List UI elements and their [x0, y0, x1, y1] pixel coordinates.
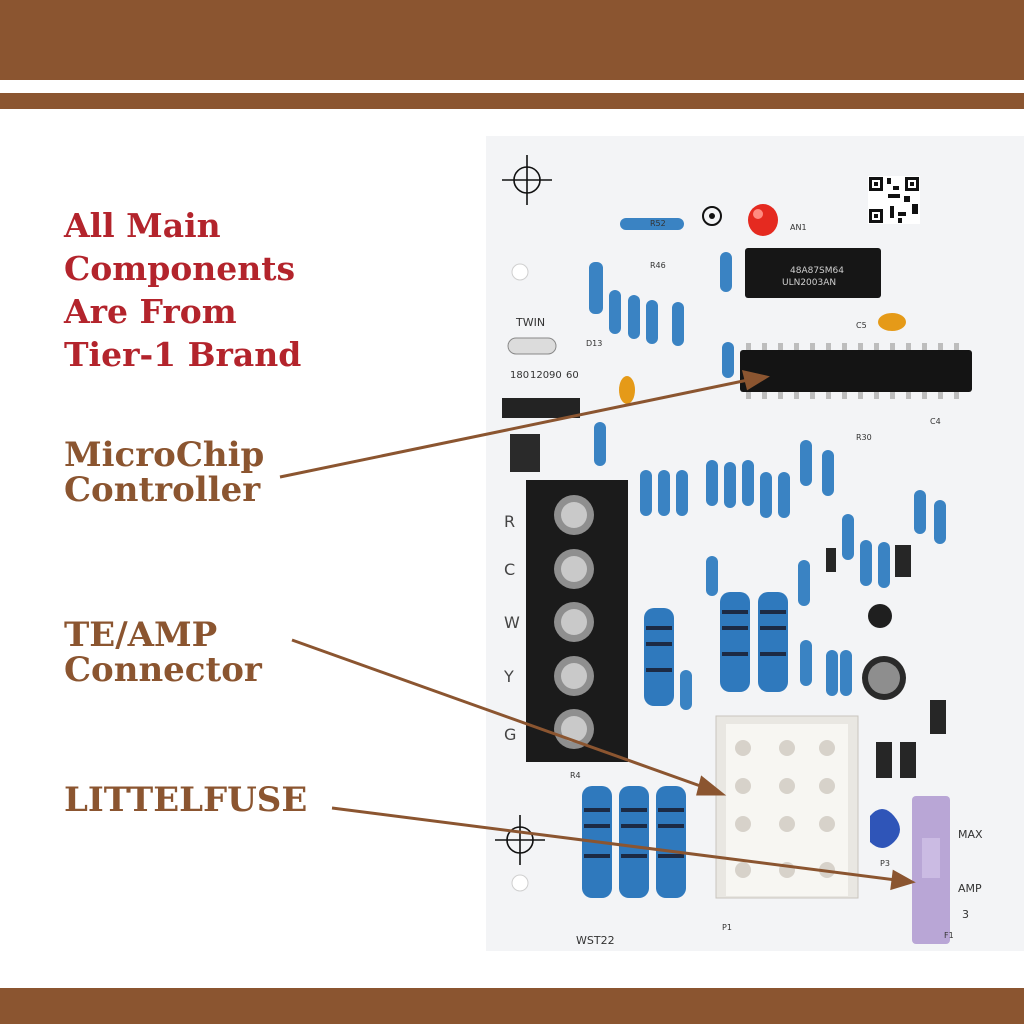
svg-text:90: 90 — [549, 370, 562, 381]
te-amp-connector — [715, 715, 859, 899]
designator: AN1 — [790, 223, 807, 232]
mounting-hole — [511, 263, 529, 281]
terminal-label: Y — [503, 667, 514, 686]
svg-text:48A87SM64: 48A87SM64 — [790, 266, 844, 276]
terminal-block — [526, 480, 628, 762]
push-switch — [510, 434, 540, 472]
headline-line: All Main — [64, 206, 221, 245]
terminal-label: R — [504, 512, 515, 531]
microchip-controller-u1 — [740, 350, 972, 392]
headline-line: Tier-1 Brand — [64, 335, 302, 374]
mov-varistor — [870, 809, 900, 848]
terminal-label: C — [504, 560, 515, 579]
svg-text:ULN2003AN: ULN2003AN — [782, 278, 836, 288]
twin-label: TWIN — [515, 316, 545, 329]
fiducial-mark — [702, 206, 722, 226]
top-brown-stripe — [0, 93, 1024, 109]
designator: P1 — [722, 923, 732, 932]
svg-text:180: 180 — [510, 370, 529, 381]
bottom-brown-band — [0, 988, 1024, 1024]
delay-options: 180 120 90 60 — [510, 370, 579, 381]
chip-u2: 48A87SM64 ULN2003AN — [745, 248, 881, 298]
terminal-label: W — [504, 613, 520, 632]
headline-line: Components — [64, 249, 296, 288]
svg-text:60: 60 — [566, 370, 579, 381]
callout-line: MicroChip — [64, 435, 265, 475]
resistor-array-upper — [589, 218, 946, 710]
designator: C5 — [856, 321, 867, 330]
board-model-label: WST22 — [576, 934, 615, 947]
qr-code — [868, 176, 920, 224]
power-resistors — [582, 592, 788, 898]
callout-arrows — [279, 369, 916, 891]
designator: D13 — [586, 339, 602, 348]
fuse-mark: 3 — [962, 908, 969, 921]
callout-line: Connector — [64, 650, 262, 690]
designator: R30 — [856, 433, 872, 442]
mounting-mark-bottom — [495, 815, 545, 865]
mounting-mark-top — [502, 155, 552, 205]
capacitor-c5 — [878, 313, 906, 331]
callout-littelfuse: LITTELFUSE — [64, 783, 307, 818]
designator: C4 — [930, 417, 941, 426]
jumper-header — [502, 398, 580, 418]
callout-line: TE/AMP — [64, 615, 218, 655]
designator: R4 — [570, 771, 581, 780]
designator: R46 — [650, 261, 666, 270]
designator: F1 — [944, 931, 954, 940]
designator: R52 — [650, 219, 666, 228]
svg-text:120: 120 — [530, 370, 549, 381]
headline-line: Are From — [64, 292, 237, 331]
terminal-label: G — [504, 725, 516, 744]
transistor-q3 — [868, 604, 892, 628]
callout-line: LITTELFUSE — [64, 780, 308, 820]
callout-microchip: MicroChip Controller — [64, 438, 264, 508]
red-led — [748, 204, 778, 236]
callout-line: Controller — [64, 470, 261, 510]
headline-tier1-components: All Main Components Are From Tier-1 Bran… — [64, 204, 301, 376]
callout-te-amp: TE/AMP Connector — [64, 618, 262, 688]
mounting-hole — [511, 874, 529, 892]
littelfuse-fuse — [912, 796, 950, 944]
fuse-mark: MAX — [958, 828, 983, 841]
capacitor-c6 — [619, 376, 635, 404]
designator: P3 — [880, 859, 890, 868]
fuse-mark: AMP — [958, 882, 982, 895]
diode — [895, 545, 911, 577]
top-brown-band — [0, 0, 1024, 80]
